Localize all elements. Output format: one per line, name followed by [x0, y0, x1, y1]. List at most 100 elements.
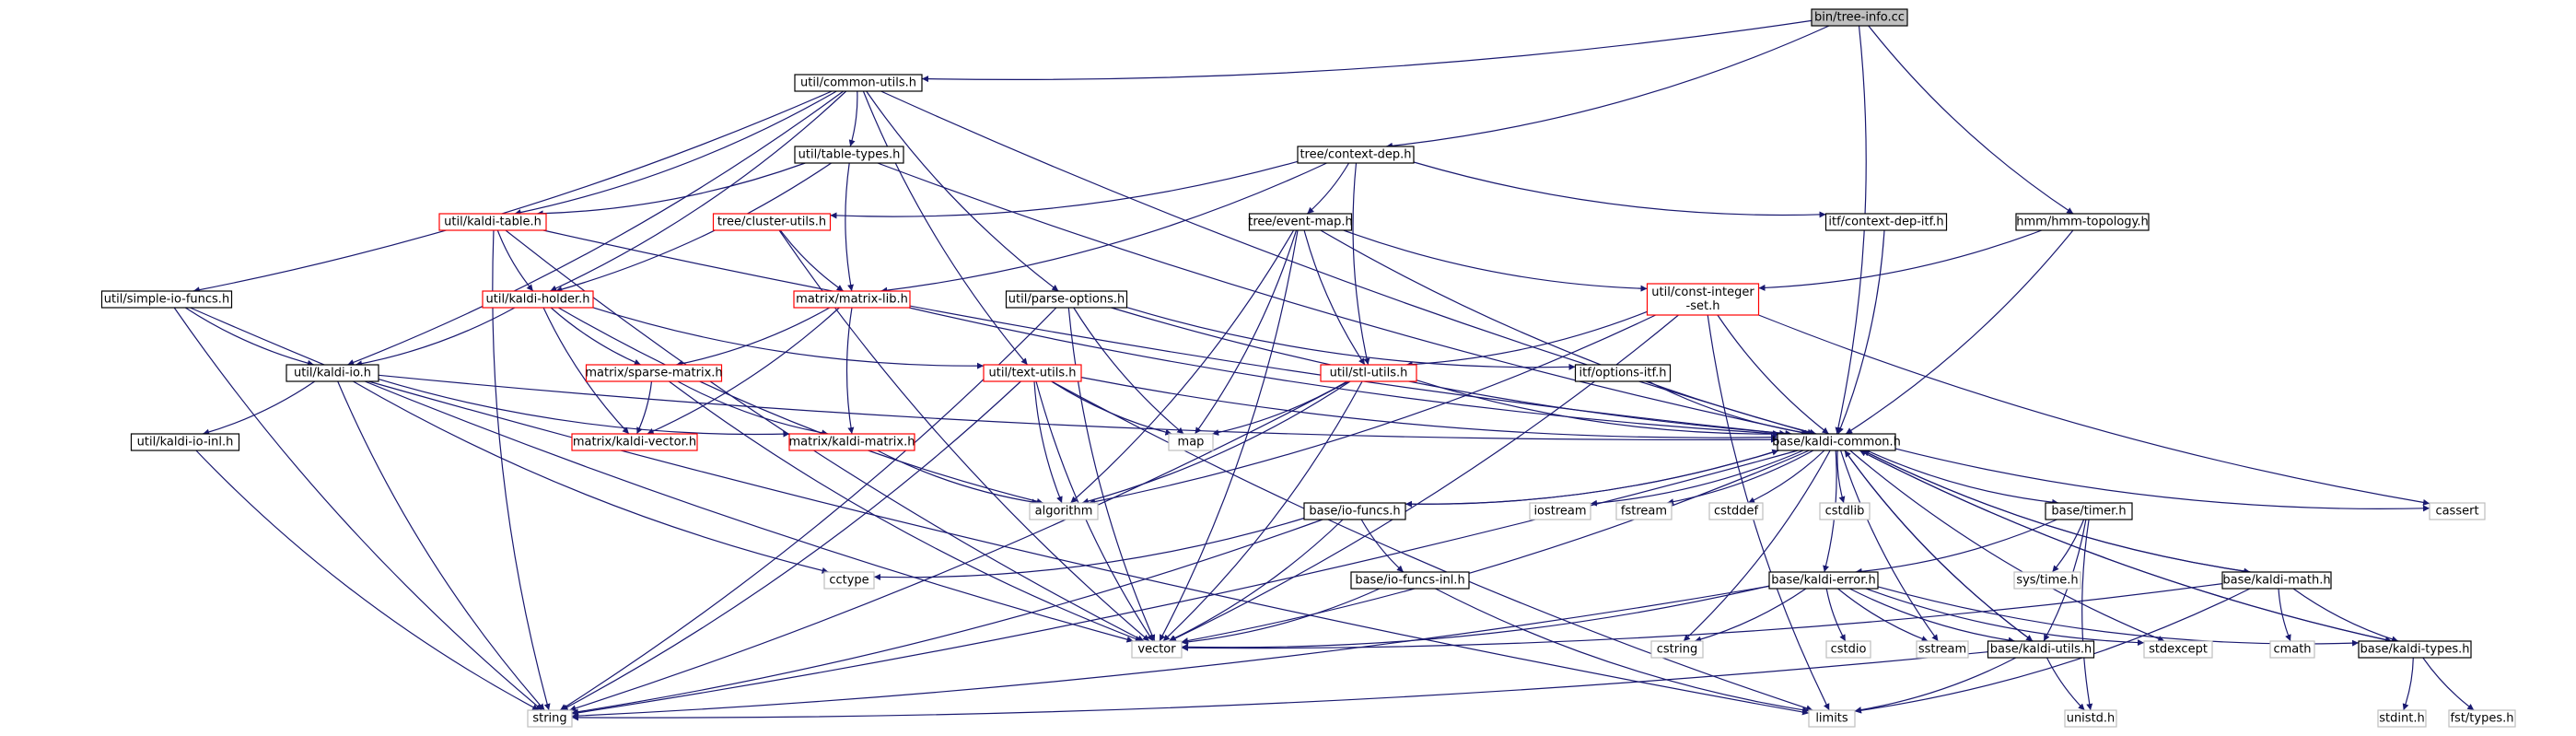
node-fst-types[interactable]: fst/types.h: [2448, 709, 2516, 728]
edge-kaldi-io-to-kaldi-matrix: [378, 379, 790, 438]
edge-text-utils-to-algorithm: [1033, 380, 1063, 504]
node-cctype[interactable]: cctype: [823, 571, 875, 590]
node-tree-info[interactable]: bin/tree-info.cc: [1811, 8, 1908, 27]
node-context-dep-itf[interactable]: itf/context-dep-itf.h: [1824, 213, 1948, 231]
edge-table-types-to-kaldi-common: [877, 162, 1809, 436]
node-context-dep[interactable]: tree/context-dep.h: [1297, 146, 1415, 164]
node-stdint[interactable]: stdint.h: [2377, 709, 2427, 728]
node-parse-options[interactable]: util/parse-options.h: [1005, 290, 1128, 309]
node-box: [482, 290, 594, 309]
node-cluster-utils[interactable]: tree/cluster-utils.h: [712, 213, 832, 231]
node-box: [1819, 502, 1871, 520]
node-vector[interactable]: vector: [1131, 640, 1183, 659]
node-limits[interactable]: limits: [1808, 709, 1856, 728]
node-label: util/text-utils.h: [989, 367, 1077, 380]
edge-tree-info-to-context-dep: [1385, 25, 1830, 149]
node-algorithm[interactable]: algorithm: [1029, 502, 1099, 520]
node-cstddef[interactable]: cstddef: [1708, 502, 1764, 520]
edge-matrix-lib-to-kaldi-common: [908, 307, 1779, 438]
edge-kaldi-common-to-fstream: [1666, 450, 1814, 506]
node-simple-io-funcs[interactable]: util/simple-io-funcs.h: [100, 290, 233, 309]
edge-kaldi-matrix-to-algorithm: [877, 450, 1039, 506]
node-box: [1320, 364, 1417, 382]
node-stl-utils[interactable]: util/stl-utils.h: [1320, 364, 1417, 382]
node-options-itf[interactable]: itf/options-itf.h: [1574, 364, 1672, 382]
edge-context-dep-to-cluster-utils: [830, 160, 1299, 219]
node-box: [1303, 502, 1406, 520]
node-label: itf/options-itf.h: [1579, 367, 1667, 380]
edge-kaldi-math-to-kaldi-types: [2292, 588, 2399, 643]
node-kaldi-math[interactable]: base/kaldi-math.h: [2221, 571, 2332, 590]
node-box: [1811, 8, 1908, 27]
node-text-utils[interactable]: util/text-utils.h: [983, 364, 1082, 382]
node-box: [585, 364, 723, 382]
node-label: matrix/matrix-lib.h: [796, 293, 908, 307]
edge-io-funcs-to-vector: [1168, 519, 1344, 642]
node-kaldi-matrix[interactable]: matrix/kaldi-matrix.h: [788, 433, 915, 451]
node-kaldi-common[interactable]: base/kaldi-common.h: [1772, 433, 1901, 451]
edge-kaldi-utils-to-string: [571, 651, 1988, 721]
node-label: fst/types.h: [2450, 712, 2513, 726]
node-sstream[interactable]: sstream: [1916, 640, 1969, 659]
edge-common-utils-to-simple-io-funcs: [192, 90, 833, 294]
node-kaldi-vector[interactable]: matrix/kaldi-vector.h: [571, 433, 698, 451]
node-io-funcs[interactable]: base/io-funcs.h: [1303, 502, 1406, 520]
node-kaldi-types[interactable]: base/kaldi-types.h: [2358, 640, 2472, 659]
node-io-funcs-inl[interactable]: base/io-funcs-inl.h: [1350, 571, 1470, 590]
node-cstdlib[interactable]: cstdlib: [1819, 502, 1871, 520]
node-label: sys/time.h: [2016, 574, 2078, 588]
node-kaldi-error[interactable]: base/kaldi-error.h: [1768, 571, 1879, 590]
edge-kaldi-common-to-timer: [1866, 450, 2059, 506]
node-const-integer-set[interactable]: util/const-integer-set.h: [1646, 283, 1760, 316]
edge-kaldi-holder-to-kaldi-vector: [542, 307, 630, 435]
node-cmath[interactable]: cmath: [2269, 640, 2315, 659]
node-box: [1824, 213, 1948, 231]
node-table-types[interactable]: util/table-types.h: [794, 146, 904, 164]
node-iostream[interactable]: iostream: [1529, 502, 1591, 520]
node-matrix-lib[interactable]: matrix/matrix-lib.h: [793, 290, 911, 309]
node-label: tree/event-map.h: [1248, 216, 1353, 229]
node-event-map[interactable]: tree/event-map.h: [1248, 213, 1353, 231]
node-label: fstream: [1621, 505, 1667, 519]
edge-kaldi-common-to-string: [571, 450, 1799, 717]
node-fstream[interactable]: fstream: [1615, 502, 1673, 520]
edge-sparse-matrix-to-kaldi-vector: [635, 380, 653, 435]
edge-kaldi-error-to-cstdio: [1825, 588, 1847, 642]
node-label: bin/tree-info.cc: [1814, 11, 1905, 25]
edge-parse-options-to-kaldi-common: [1111, 307, 1792, 437]
node-sys-time[interactable]: sys/time.h: [2013, 571, 2081, 590]
node-string[interactable]: string: [527, 709, 573, 728]
node-kaldi-holder[interactable]: util/kaldi-holder.h: [482, 290, 594, 309]
node-kaldi-utils[interactable]: base/kaldi-utils.h: [1987, 640, 2095, 659]
node-box: [1168, 433, 1214, 451]
edge-io-funcs-inl-to-limits: [1435, 588, 1810, 714]
edge-kaldi-common-to-cstring: [1683, 450, 1831, 642]
edge-kaldi-math-to-cmath: [2278, 588, 2291, 642]
node-timer[interactable]: base/timer.h: [2045, 502, 2133, 520]
node-sparse-matrix[interactable]: matrix/sparse-matrix.h: [585, 364, 723, 382]
node-common-utils[interactable]: util/common-utils.h: [794, 74, 923, 92]
node-cstring[interactable]: cstring: [1650, 640, 1704, 659]
node-map[interactable]: map: [1168, 433, 1214, 451]
node-stdexcept[interactable]: stdexcept: [2143, 640, 2213, 659]
node-kaldi-table[interactable]: util/kaldi-table.h: [438, 213, 547, 231]
edge-table-types-to-kaldi-holder: [555, 162, 832, 293]
node-box: [2143, 640, 2213, 659]
node-label: cstring: [1657, 643, 1697, 657]
node-label: util/common-utils.h: [800, 76, 916, 90]
node-box: [1615, 502, 1673, 520]
node-box: [286, 364, 379, 382]
node-label: util/table-types.h: [798, 148, 901, 162]
node-kaldi-io-inl[interactable]: util/kaldi-io-inl.h: [130, 433, 240, 451]
edge-kaldi-math-to-vector: [1181, 583, 2223, 651]
edge-io-funcs-inl-to-vector: [1181, 588, 1381, 646]
node-kaldi-io[interactable]: util/kaldi-io.h: [286, 364, 379, 382]
edge-kaldi-math-to-kaldi-common: [1862, 450, 2251, 573]
node-label: unistd.h: [2067, 712, 2116, 726]
node-hmm-topology[interactable]: hmm/hmm-topology.h: [2015, 213, 2150, 231]
node-label: base/io-funcs-inl.h: [1355, 574, 1464, 588]
node-cstdio[interactable]: cstdio: [1825, 640, 1871, 659]
edge-text-utils-to-limits: [1051, 380, 1813, 712]
node-cassert[interactable]: cassert: [2429, 502, 2486, 520]
node-unistd[interactable]: unistd.h: [2064, 709, 2117, 728]
